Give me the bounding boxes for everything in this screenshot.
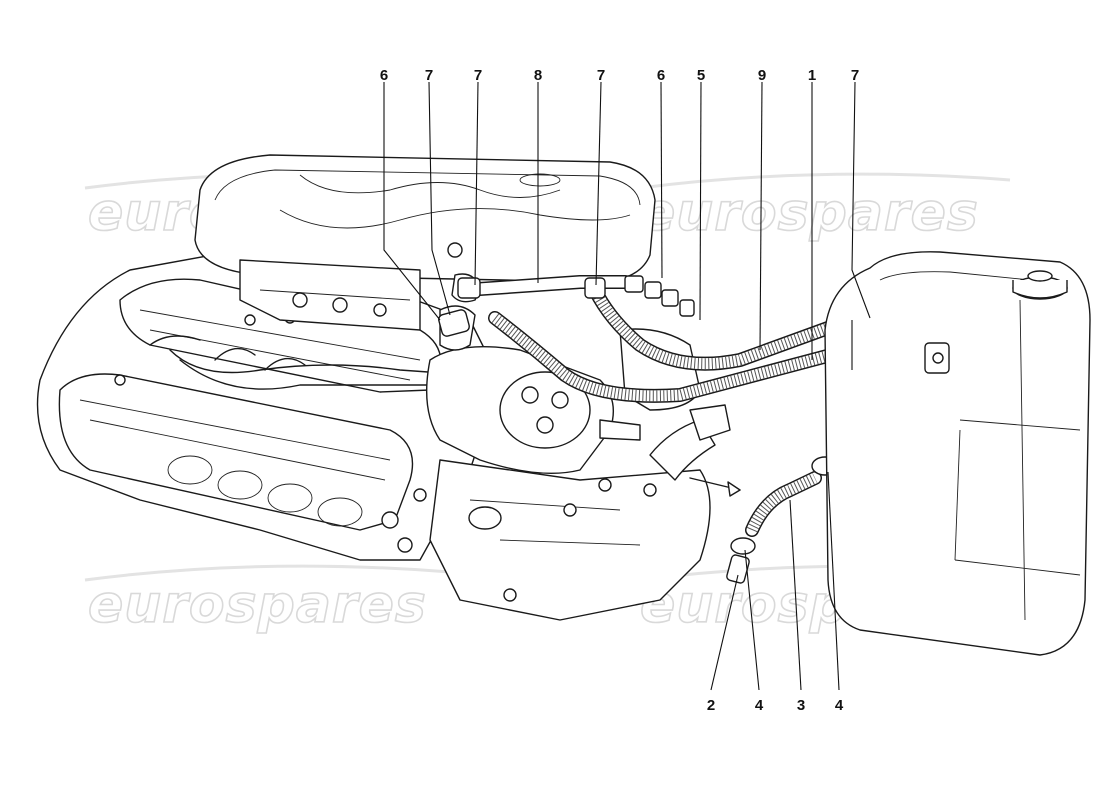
callout-label: 7 [597,67,605,84]
hose-group [438,275,911,584]
callout-label: 1 [808,67,816,84]
callout-label: 5 [697,67,705,84]
callouts-top: 6 7 7 8 7 6 5 9 1 7 [380,67,859,84]
watermark-bottom-left: eurospares [88,575,427,635]
callout-label: 8 [534,67,542,84]
hose-1 [488,311,902,403]
callout-label: 3 [797,697,805,714]
callout-label: 6 [380,67,388,84]
callout-label: 7 [851,67,859,84]
callout-label: 6 [657,67,665,84]
air-cleaner-box [194,154,656,331]
callout-label: 7 [474,67,482,84]
callouts-bottom: 2 4 3 4 [707,697,844,714]
hose-3 [745,471,822,537]
callout-label: 2 [707,697,715,714]
leader-lines [383,81,871,691]
callout-label: 9 [758,67,766,84]
callout-label: 4 [835,697,844,714]
hose-9 [588,283,857,371]
callout-label: 7 [425,67,433,84]
pipe-8 [458,275,632,297]
watermark-top-right: eurospares [640,183,979,243]
callout-label: 4 [755,697,764,714]
expansion-tank [824,251,1091,656]
